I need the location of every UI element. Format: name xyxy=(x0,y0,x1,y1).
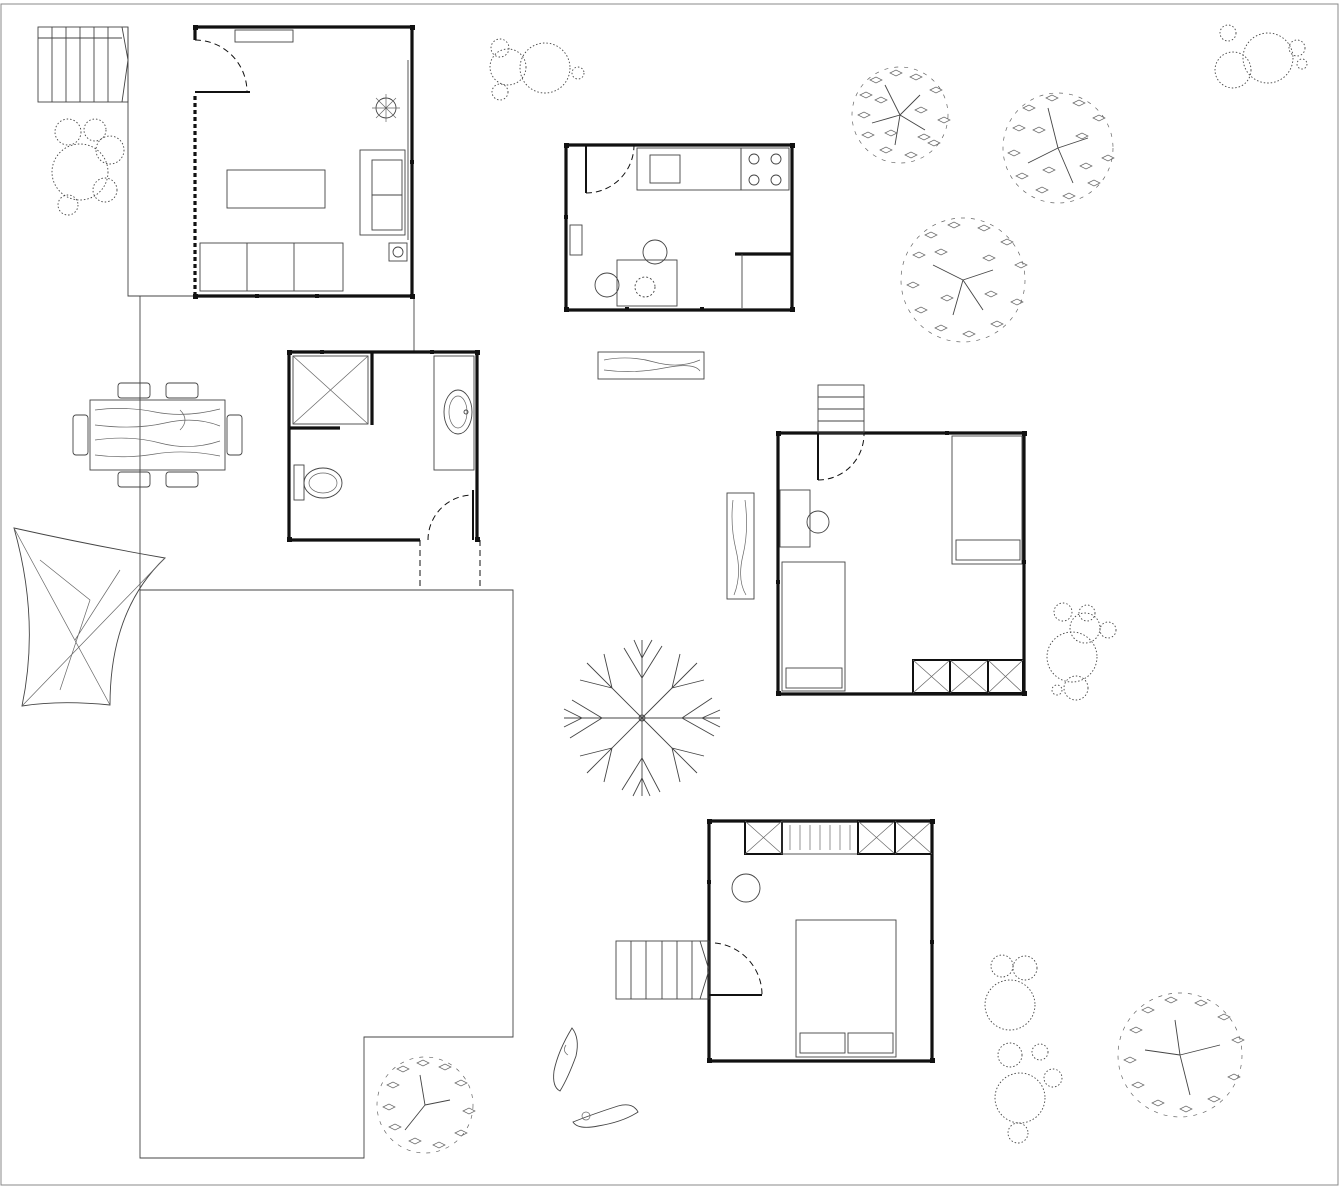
round-shrub-icon xyxy=(984,954,1063,1144)
chair-icon xyxy=(226,414,243,456)
outdoor-dining-table xyxy=(72,382,243,488)
sofa-icon xyxy=(199,242,344,292)
living-room-module xyxy=(193,25,415,299)
bench xyxy=(597,351,705,380)
chair-icon xyxy=(117,382,151,399)
site-outline xyxy=(127,27,415,590)
coffee-table xyxy=(226,169,326,209)
page-frame xyxy=(0,3,1339,1186)
sink-icon xyxy=(649,154,681,184)
branching-tree-icon xyxy=(563,639,721,797)
kitchen-module xyxy=(564,143,795,312)
bedroom-module-south xyxy=(615,819,935,1063)
stove-icon xyxy=(740,147,790,191)
leafy-tree-icon xyxy=(1002,92,1115,204)
stepping-stones xyxy=(553,1027,639,1128)
bed-icon xyxy=(951,435,1023,565)
chair-icon xyxy=(165,471,199,488)
stair-icon xyxy=(817,384,865,434)
toilet-icon xyxy=(293,464,343,501)
round-shrub-icon xyxy=(1214,24,1308,89)
bed-icon xyxy=(781,561,846,692)
bench xyxy=(726,492,755,600)
plant-icon xyxy=(372,94,400,122)
chair-icon xyxy=(117,471,151,488)
shower-icon xyxy=(292,355,369,425)
storage-cabinets xyxy=(744,820,933,855)
desk xyxy=(779,489,811,548)
round-shrub-icon xyxy=(51,118,125,216)
leafy-tree-icon xyxy=(900,217,1028,343)
sofa-icon xyxy=(359,149,406,236)
sink-icon xyxy=(443,389,473,435)
chair-icon xyxy=(72,414,89,456)
entry-stairs xyxy=(37,26,129,103)
bed-icon xyxy=(795,919,897,1058)
storage-cabinets xyxy=(912,659,1024,694)
leafy-tree-icon xyxy=(851,66,951,164)
bedroom-module-east xyxy=(776,384,1027,696)
leafy-tree-icon xyxy=(376,1056,476,1154)
round-shrub-icon xyxy=(489,38,585,101)
round-shrub-icon xyxy=(1046,602,1117,701)
stair-icon xyxy=(615,940,710,1000)
shade-sail-icon xyxy=(13,527,166,707)
leafy-tree-icon xyxy=(1117,992,1245,1118)
chair-icon xyxy=(165,382,199,399)
bathroom-module xyxy=(287,350,481,590)
deck-outline xyxy=(139,589,514,1159)
dining-table-icon xyxy=(594,239,678,307)
